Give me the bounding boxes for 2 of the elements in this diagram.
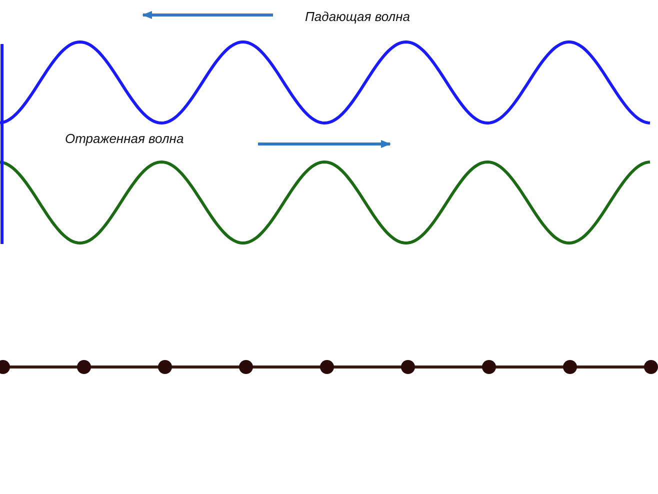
wave-label: Отраженная волна: [65, 131, 184, 146]
wave-label: Падающая волна: [305, 9, 410, 24]
